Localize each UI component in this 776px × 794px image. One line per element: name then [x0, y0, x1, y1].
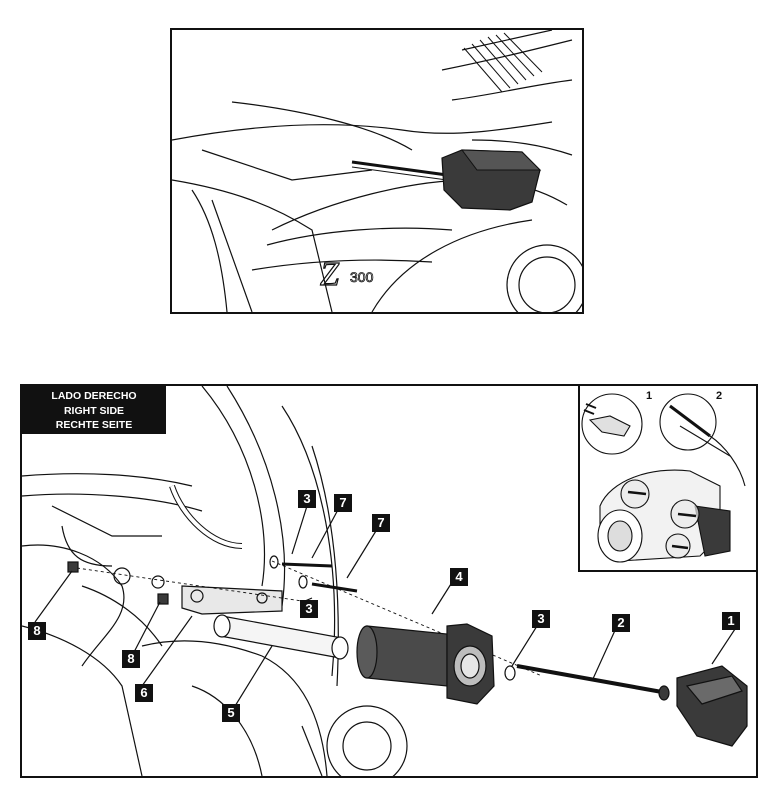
inset-step-1-label: 1 — [646, 390, 653, 402]
callout-part-7a: 7 — [334, 494, 352, 512]
callout-part-7b: 7 — [372, 514, 390, 532]
callout-part-5: 5 — [222, 704, 240, 722]
callout-part-8a: 8 — [28, 622, 46, 640]
assembly-detail-drawing — [581, 393, 746, 563]
callout-part-6: 6 — [135, 684, 153, 702]
exploded-view-drawing — [22, 386, 748, 776]
side-label: LADO DERECHO RIGHT SIDE RECHTE SEITE — [22, 386, 166, 434]
callout-part-2: 2 — [612, 614, 630, 632]
callout-part-3c: 3 — [532, 610, 550, 628]
assembly-detail-inset: 1 2 — [578, 384, 758, 572]
callout-part-8b: 8 — [122, 650, 140, 668]
side-label-line2: RIGHT SIDE — [63, 404, 125, 417]
inset-step-2-label: 2 — [716, 390, 723, 402]
installed-view-panel: Z 300 — [170, 28, 584, 314]
callout-part-4: 4 — [450, 568, 468, 586]
callout-part-3a: 3 — [298, 490, 316, 508]
side-label-line1: LADO DERECHO — [51, 390, 137, 402]
logo-number: 300 — [350, 269, 374, 285]
callout-part-3b: 3 — [300, 600, 318, 618]
logo-z-mark: Z — [320, 256, 340, 293]
side-label-line3: RECHTE SEITE — [55, 419, 133, 431]
installed-view-drawing: Z 300 — [172, 30, 582, 312]
callout-part-1: 1 — [722, 612, 740, 630]
